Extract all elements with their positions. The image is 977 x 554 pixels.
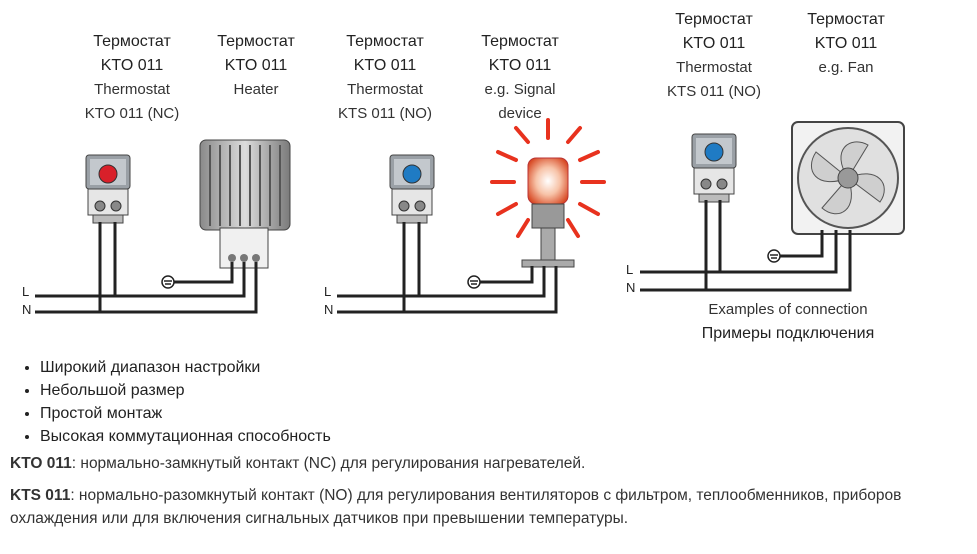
red-dial-icon [98,164,118,184]
wiring-1 [35,222,258,314]
line-l-label: L [324,284,332,299]
thermostat-no-device [389,154,435,224]
kto-text: : нормально-замкнутый контакт (NC) для р… [71,455,586,472]
label-ru: Термостат [807,11,885,28]
label-thermostat-nc: Термостат KTO 011 Thermostat KTO 011 (NC… [72,30,192,126]
thermostat-no-device [691,133,737,203]
fan-device [791,121,905,235]
diagram-caption: Examples of connection Примеры подключен… [668,298,908,346]
label-en: Thermostat [676,59,752,76]
line-l-label: L [22,284,30,299]
line-n-label: N [626,280,636,295]
label-thermostat-no-1: Термостат KTO 011 Thermostat KTS 011 (NO… [325,30,445,126]
label-thermostat-no-2: Термостат KTO 011 Thermostat KTS 011 (NO… [654,8,774,104]
blue-dial-icon [704,142,724,162]
thermostat-nc-device [85,154,131,224]
label-en-model: device [498,105,542,122]
label-en: e.g. Fan [818,59,874,76]
label-model: KTO 011 [100,57,164,74]
label-ru: Термостат [346,33,424,50]
label-signal-device: Термостат KTO 011 e.g. Signal device [460,30,580,126]
kts-term: KTS 011 [10,487,71,504]
feature-list: Широкий диапазон настройки Небольшой раз… [22,356,331,448]
caption-en: Examples of connection [708,301,868,318]
wiring-2 [337,222,558,314]
blue-dial-icon [402,164,422,184]
label-model: KTO 011 [488,57,552,74]
label-model: KTO 011 [224,57,288,74]
ground-icon [161,275,175,289]
kto-description: KTO 011: нормально-замкнутый контакт (NC… [10,452,975,475]
label-ru: Термостат [93,33,171,50]
label-model: KTO 011 [682,35,746,52]
label-ru: Термостат [481,33,559,50]
kto-term: KTO 011 [10,455,72,472]
label-en: Thermostat [347,81,423,98]
caption-ru: Примеры подключения [701,325,875,342]
label-heater: Термостат KTO 011 Heater [196,30,316,102]
label-en: e.g. Signal [484,81,556,98]
label-en-model: KTS 011 (NO) [338,105,432,122]
kts-text: : нормально-разомкнутый контакт (NO) для… [10,487,902,527]
ground-icon [767,249,781,263]
ground-icon [467,275,481,289]
line-n-label: N [22,302,32,317]
kts-description: KTS 011: нормально-разомкнутый контакт (… [10,484,975,530]
line-n-label: N [324,302,334,317]
label-ru: Термостат [217,33,295,50]
wiring-svg [35,118,905,314]
label-model: KTO 011 [353,57,417,74]
label-en-model: KTO 011 (NC) [84,105,180,122]
signal-lamp-device [490,118,606,268]
feature-item: Небольшой размер [40,379,331,402]
label-en: Thermostat [94,81,170,98]
connection-diagram: Термостат KTO 011 Thermostat KTO 011 (NC… [22,8,908,346]
wiring-3 [640,200,852,292]
label-en: Heater [233,81,279,98]
label-model: KTO 011 [814,35,878,52]
label-fan: Термостат KTO 011 e.g. Fan [786,8,906,80]
label-en-model: KTS 011 (NO) [667,83,761,100]
line-l-label: L [626,262,634,277]
feature-item: Высокая коммутационная способность [40,425,331,448]
heater-device [199,139,291,269]
feature-item: Простой монтаж [40,402,331,425]
feature-item: Широкий диапазон настройки [40,356,331,379]
label-ru: Термостат [675,11,753,28]
